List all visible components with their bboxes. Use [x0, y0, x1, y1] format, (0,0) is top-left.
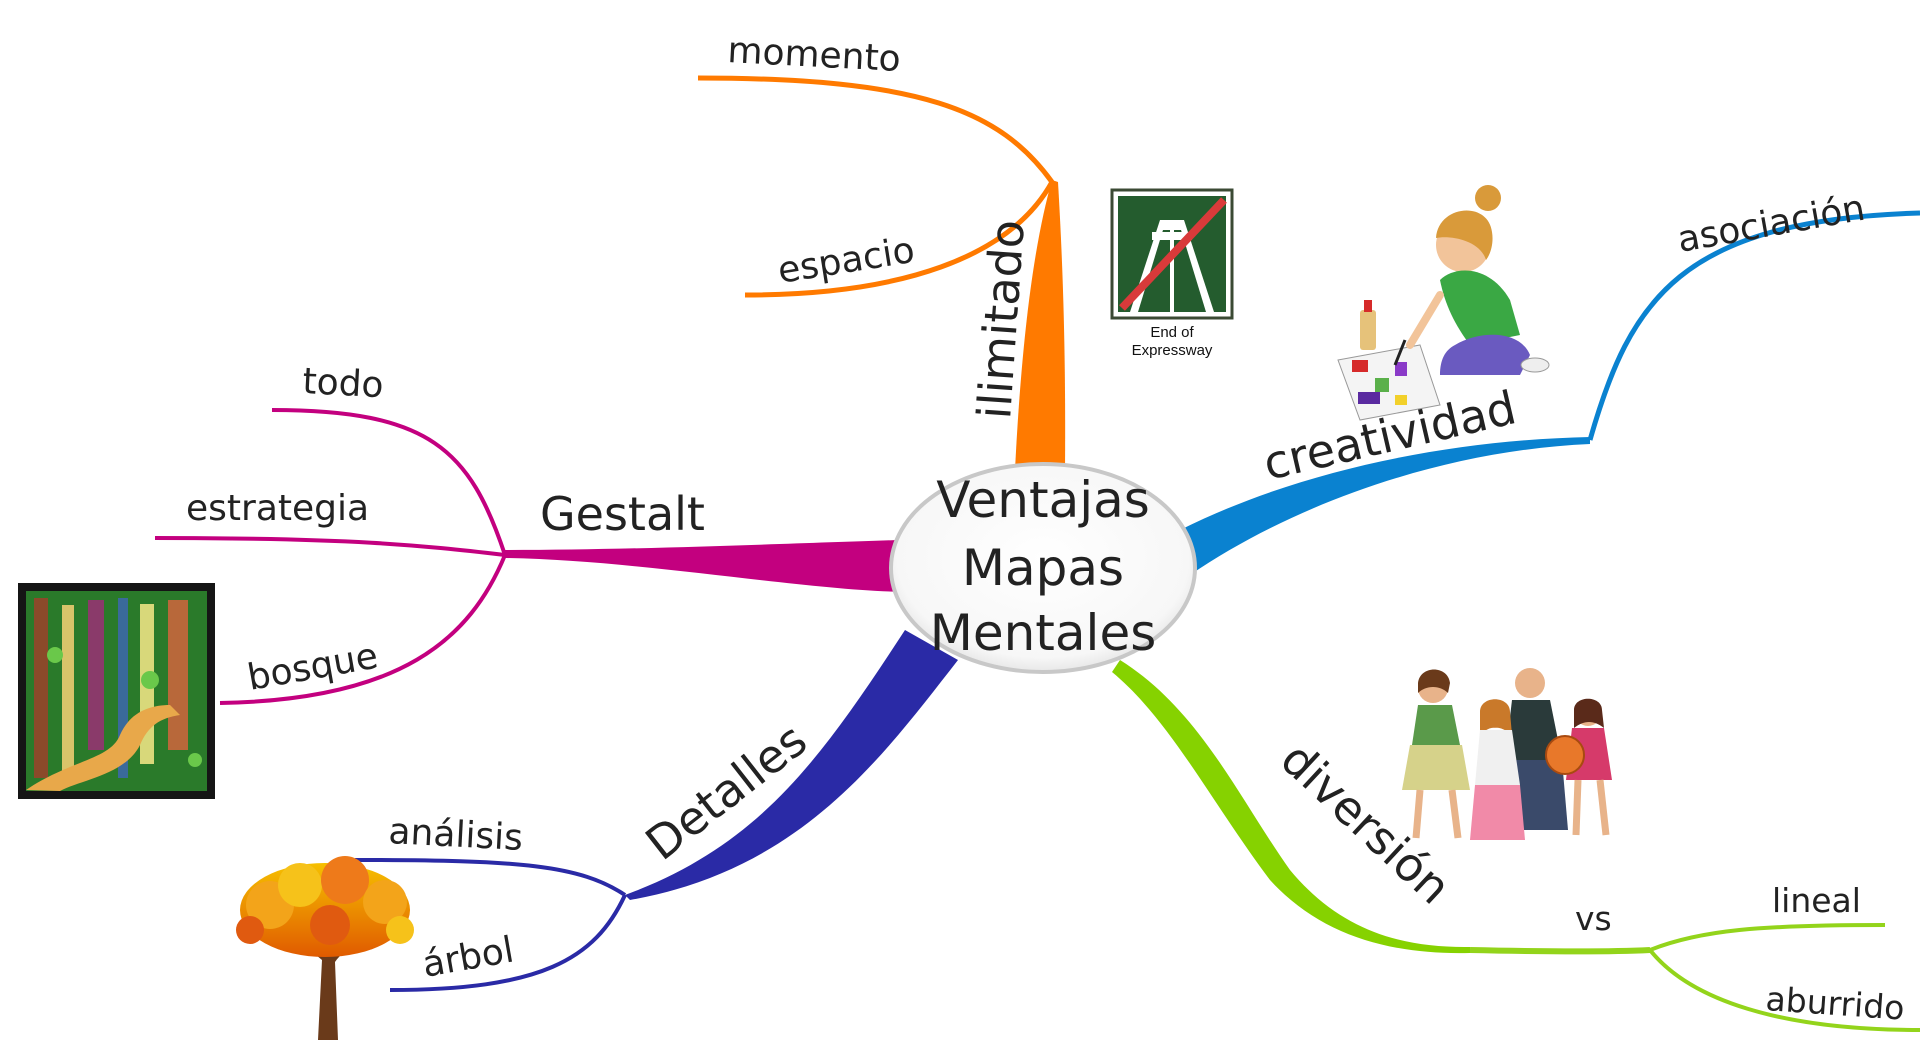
label-lineal: lineal	[1772, 881, 1861, 920]
branch-creatividad: creatividad asociación	[1180, 188, 1920, 575]
label-todo: todo	[302, 361, 385, 406]
label-asociacion: asociación	[1674, 188, 1868, 261]
branch-ilimitado-trunk	[1015, 180, 1066, 470]
branch-asociacion-line	[1587, 210, 1920, 441]
branch-arbol-line	[389, 894, 627, 992]
branch-detalles-trunk	[625, 630, 958, 900]
central-title-line1: Ventajas	[936, 471, 1150, 529]
branch-gestalt: Gestalt todo estrategia bosque	[154, 361, 905, 705]
central-title-line2: Mapas	[962, 539, 1124, 597]
branch-vs-line	[1469, 947, 1651, 955]
branch-gestalt-trunk	[505, 540, 905, 592]
label-bosque: bosque	[244, 636, 381, 699]
branch-momento-line	[697, 75, 1055, 184]
label-gestalt: Gestalt	[540, 487, 705, 541]
branch-espacio-line	[744, 180, 1055, 298]
end-of-expressway-sign-icon: End of Expressway	[1110, 188, 1234, 359]
branch-diversion-trunk	[1112, 660, 1470, 954]
label-aburrido: aburrido	[1764, 979, 1905, 1028]
central-node-bubble	[889, 462, 1197, 674]
label-estrategia: estrategia	[186, 488, 369, 529]
central-title-line3: Mentales	[930, 604, 1157, 662]
branch-detalles: Detalles análisis árbol	[354, 630, 958, 992]
label-vs: vs	[1575, 899, 1612, 938]
label-analisis: análisis	[388, 811, 524, 859]
label-arbol: árbol	[419, 930, 516, 986]
branch-aburrido-line	[1648, 948, 1920, 1032]
sign-line1: End of	[1150, 324, 1194, 341]
branch-bosque-line	[219, 554, 507, 705]
label-momento: momento	[727, 30, 902, 80]
sign-line2: Expressway	[1132, 342, 1213, 359]
branch-todo-line	[271, 408, 507, 556]
forest-path-icon	[18, 583, 215, 799]
branch-analisis-line	[354, 858, 627, 897]
branch-ilimitado: ilimitado momento espacio	[697, 30, 1066, 470]
autumn-tree-icon	[236, 856, 414, 1040]
central-node: Ventajas Mapas Mentales	[889, 462, 1197, 674]
branch-creatividad-trunk	[1180, 437, 1590, 575]
crafting-girl-icon	[1337, 185, 1550, 421]
branch-estrategia-line	[154, 536, 506, 557]
family-playing-icon	[1402, 668, 1612, 840]
branch-lineal-line	[1649, 923, 1886, 952]
